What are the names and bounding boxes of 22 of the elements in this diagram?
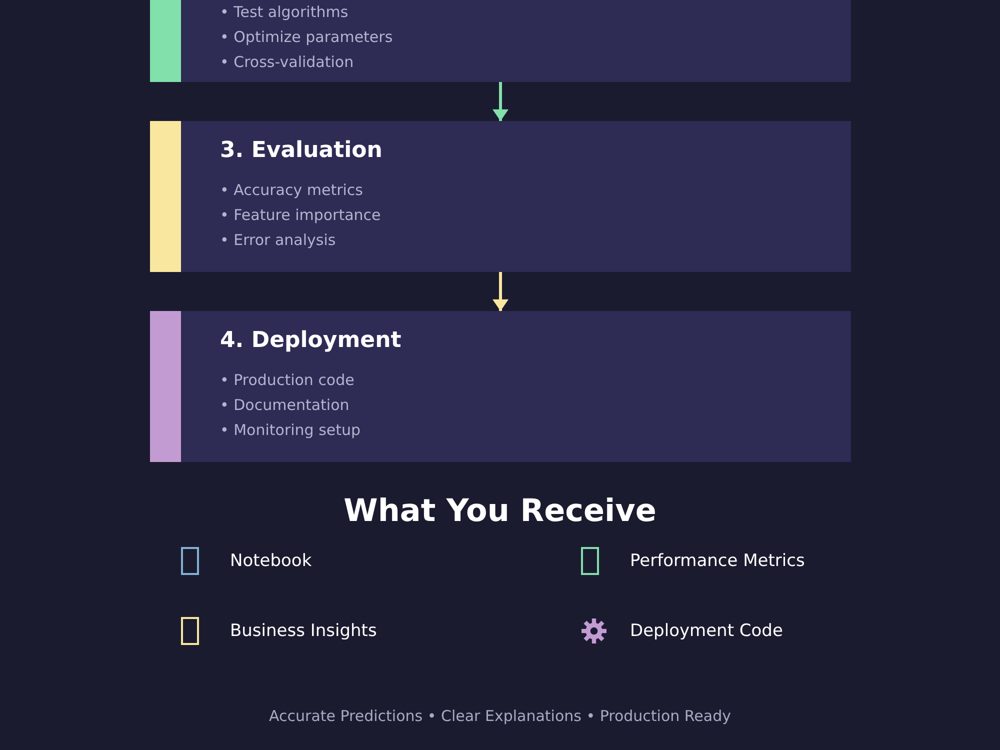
bullet-item: • Documentation — [220, 395, 350, 416]
deliverable-label: Business Insights — [230, 620, 377, 642]
bullet-item: • Error analysis — [220, 230, 336, 251]
step-card — [150, 121, 851, 272]
arrow — [492, 272, 508, 311]
step-heading: 3. Evaluation — [220, 138, 382, 164]
deliverable-label: Deployment Code — [630, 620, 783, 642]
bullet-item: • Cross-validation — [220, 52, 354, 73]
step-heading: 4. Deployment — [220, 328, 402, 354]
bullet-item: • Monitoring setup — [220, 420, 361, 441]
bullet-item: • Feature importance — [220, 205, 381, 226]
step-card — [150, 0, 851, 82]
bullet-item: • Accuracy metrics — [220, 180, 363, 201]
tagline: Accurate Predictions • Clear Explanations • Production Ready — [269, 706, 731, 726]
section-heading: What You Receive — [344, 492, 656, 530]
bullet-item: • Test algorithms — [220, 2, 348, 23]
bullet-item: • Optimize parameters — [220, 27, 393, 48]
deliverable-label: Performance Metrics — [630, 550, 805, 572]
arrow — [492, 82, 508, 121]
step-card — [150, 311, 851, 462]
deliverable-label: Notebook — [230, 550, 312, 572]
bullet-item: • Production code — [220, 370, 354, 391]
